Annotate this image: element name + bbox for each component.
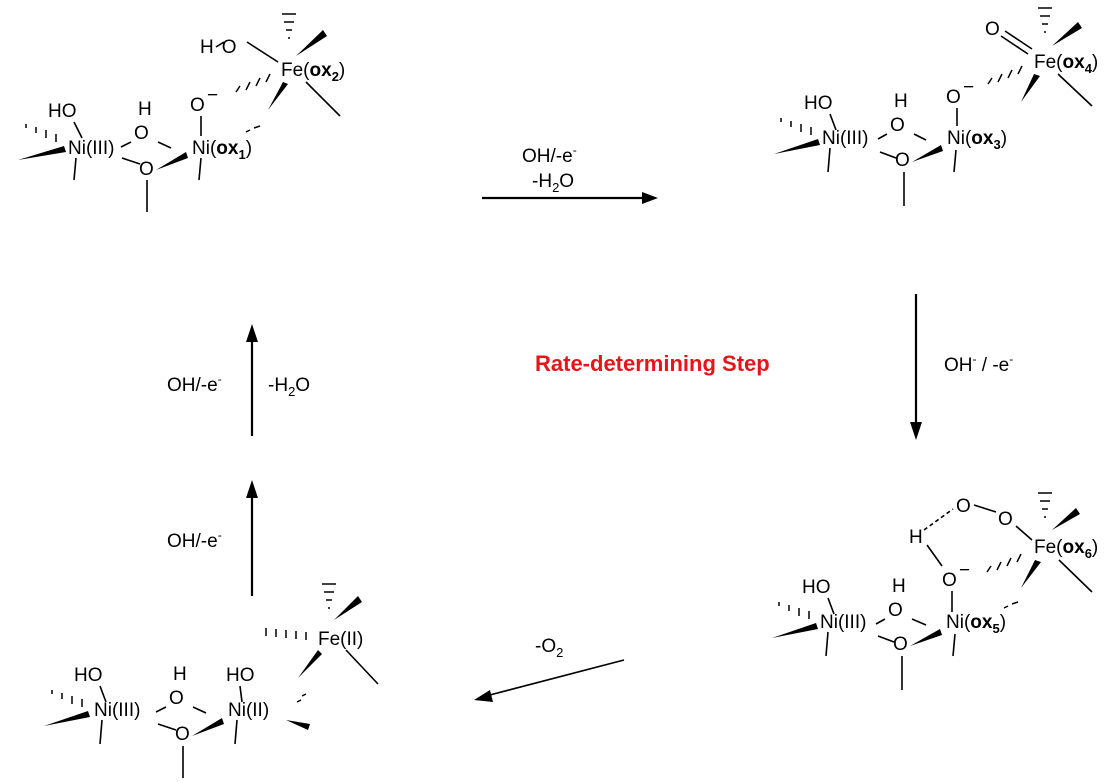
ho-label-2: HO (226, 665, 255, 686)
ni-ox5-label: Ni(ox5) (946, 612, 1006, 636)
arrow-left-lower-label: OH/-e- (167, 528, 222, 552)
fe-ox6-label: Fe(ox6) (1034, 537, 1098, 561)
arrow-bottom-label: -O2 (535, 636, 563, 660)
structure-top-right: HO Ni(III) H O O Ni(ox3) O − O Fe(ox4) (774, 7, 1098, 206)
o-bridge-label: O (888, 600, 903, 621)
o-lower-label: O (175, 724, 190, 745)
structure-bottom-right: O O H O − Fe(ox6) HO Ni(III) H (772, 492, 1098, 690)
o-peroxo-1-label: O (956, 496, 971, 517)
h-label: H (909, 527, 923, 548)
ho-label: HO (48, 101, 77, 122)
o-bridge-label: O (890, 115, 905, 136)
ni-iii-label: Ni(III) (68, 138, 114, 159)
o-lower-label: O (895, 150, 910, 171)
o-bridge-label: O (134, 123, 149, 144)
fe-ii-label: Fe(II) (318, 629, 363, 650)
arrow-left-upper-label-1: OH/-e- (167, 372, 222, 396)
ni-ox1-label: Ni(ox1) (192, 138, 252, 162)
ni-iii-label: Ni(III) (822, 128, 868, 149)
svg-text:−: − (963, 77, 974, 98)
arrow-top-label-2: -H2O (532, 171, 574, 195)
ho-label: HO (802, 577, 831, 598)
arrow-right-label: OH- / -e- (944, 352, 1013, 376)
h-label: H (173, 664, 187, 685)
o-lower-label: O (893, 634, 908, 655)
rate-determining-step-label: Rate-determining Step (535, 351, 770, 376)
o-minus-label: O (942, 570, 957, 591)
arrow-bottom: -O2 (474, 636, 625, 702)
h-label: H (892, 576, 906, 597)
arrow-left-lower: OH/-e- (167, 480, 258, 596)
arrow-left-upper-label-2: -H2O (268, 375, 310, 399)
o-bridge-label: O (169, 688, 184, 709)
arrow-left-upper: OH/-e- -H2O (167, 324, 310, 436)
o-minus-label: O (190, 95, 205, 116)
arrow-right: OH- / -e- (910, 294, 1013, 440)
arrow-top-label-1: OH/-e- (522, 143, 577, 167)
h-label: H (894, 91, 908, 112)
o-oxo-label: O (985, 19, 1000, 40)
arrow-top: OH/-e- -H2O (482, 143, 658, 204)
ho-label: HO (74, 665, 103, 686)
svg-text:−: − (959, 560, 970, 581)
h-label: H (138, 99, 152, 120)
o-lower-label: O (139, 159, 154, 180)
fe-ox4-label: Fe(ox4) (1034, 52, 1098, 76)
fe-ox2-label: Fe(ox2) (281, 60, 345, 84)
ni-ii-label: Ni(II) (228, 700, 269, 721)
o-minus-label: O (946, 87, 961, 108)
ni-iii-label: Ni(III) (94, 700, 140, 721)
structure-bottom-left: HO Ni(III) H O O HO Ni(II) Fe(II) (44, 583, 379, 778)
ho-label: HO (804, 93, 833, 114)
svg-text:−: − (207, 85, 218, 106)
o-peroxo-2-label: O (998, 509, 1013, 530)
ni-iii-label: Ni(III) (820, 612, 866, 633)
ni-ox3-label: Ni(ox3) (947, 128, 1007, 152)
